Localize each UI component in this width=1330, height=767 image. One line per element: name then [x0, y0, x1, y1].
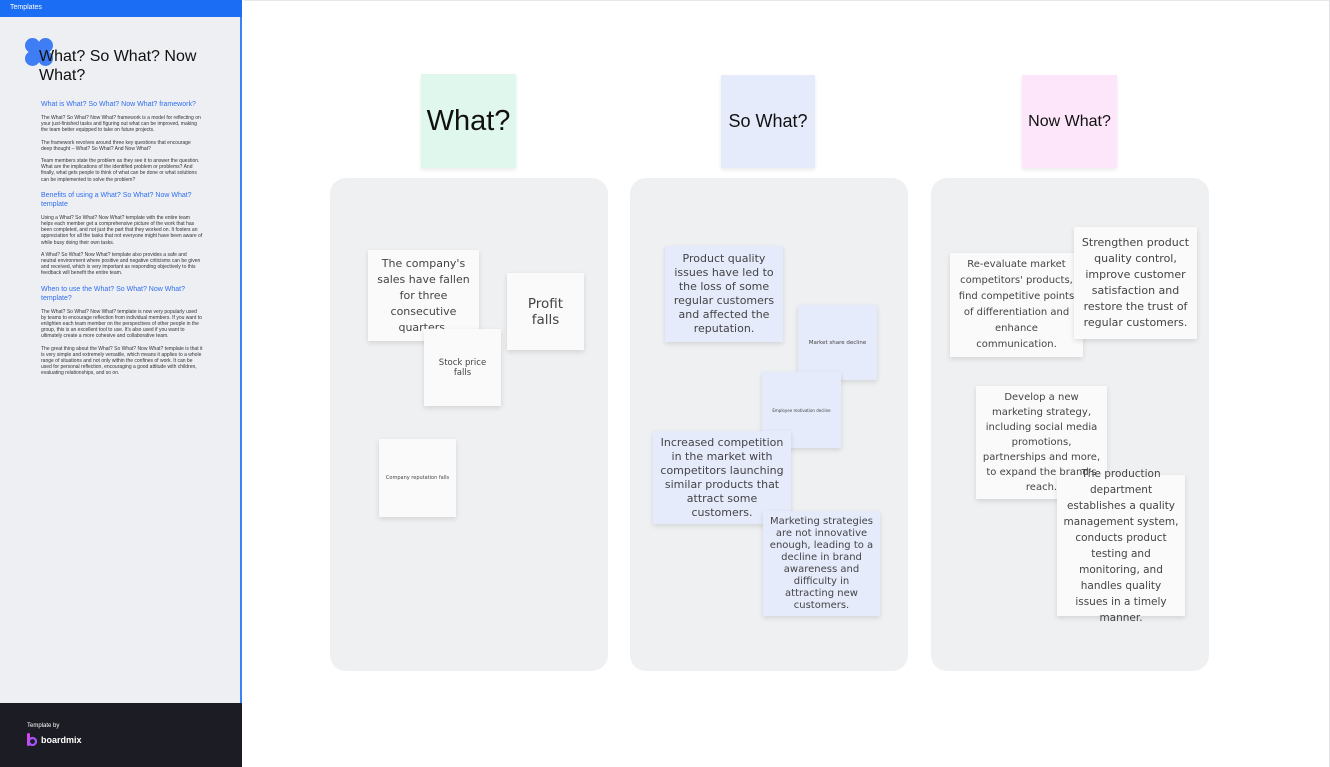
sticky-note[interactable]: Product quality issues have led to the l…: [665, 246, 783, 342]
sticky-note[interactable]: Marketing strategies are not innovative …: [763, 511, 880, 616]
brand-name: boardmix: [41, 734, 82, 745]
what-header-note[interactable]: What?: [421, 74, 516, 168]
sticky-note[interactable]: Company reputation falls: [379, 439, 456, 517]
now-what-header-label: Now What?: [1028, 112, 1111, 130]
boardmix-logo-icon: [27, 733, 37, 746]
sticky-note[interactable]: Profit falls: [507, 273, 584, 350]
so-what-header-note[interactable]: So What?: [721, 75, 815, 168]
section-paragraph: The What? So What? Now What? template is…: [41, 308, 202, 340]
section-paragraph: The framework revolves around three key …: [41, 139, 191, 152]
section-paragraph: Team members state the problem as they s…: [41, 158, 200, 183]
sticky-note[interactable]: Increased competition in the market with…: [653, 431, 791, 524]
sticky-note[interactable]: Stock price falls: [424, 329, 501, 406]
section-paragraph: Using a What? So What? Now What? templat…: [41, 214, 203, 246]
template-logo-icon: [25, 38, 53, 66]
sticky-note[interactable]: Re-evaluate market competitors' products…: [950, 253, 1083, 357]
section-heading: What is What? So What? Now What? framewo…: [41, 101, 196, 108]
section-paragraph: The What? So What? Now What? framework i…: [41, 115, 201, 134]
section-paragraph: The great thing about the What? So What?…: [41, 345, 203, 377]
sticky-note[interactable]: Strengthen product quality control, impr…: [1074, 227, 1197, 339]
sticky-note[interactable]: Market share decline: [798, 305, 877, 380]
page-title: What? So What? Now What?: [39, 48, 197, 84]
sticky-note[interactable]: The production department establishes a …: [1057, 468, 1185, 624]
template-by-label: Template by: [27, 723, 60, 729]
whiteboard-canvas[interactable]: What? So What? Now What? The company's s…: [244, 0, 1330, 767]
what-header-label: What?: [426, 104, 511, 137]
sticky-note[interactable]: The company's sales have fallen for thre…: [368, 250, 479, 341]
so-what-header-label: So What?: [728, 111, 808, 131]
boardmix-brand[interactable]: boardmix: [27, 733, 82, 746]
now-what-header-note[interactable]: Now What?: [1022, 75, 1117, 168]
section-heading: When to use the What? So What? Now What?…: [41, 285, 185, 302]
templates-header[interactable]: Templates: [0, 0, 242, 17]
template-sidebar: Templates What? So What? Now What? What …: [0, 0, 242, 767]
sidebar-description: What is What? So What? Now What? framewo…: [41, 100, 203, 383]
section-heading: Benefits of using a What? So What? Now W…: [41, 191, 192, 208]
section-paragraph: A What? So What? Now What? template also…: [41, 251, 201, 277]
sidebar-footer: Template by boardmix: [0, 703, 242, 767]
